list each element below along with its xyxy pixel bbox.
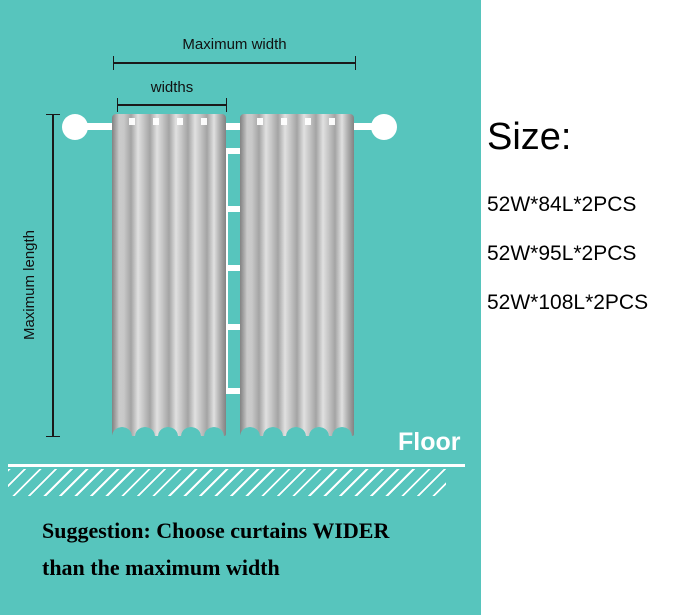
suggestion-text-line2: than the maximum width [42, 555, 280, 580]
size-title: Size: [487, 116, 572, 158]
size-option: 52W*95L*2PCS [487, 242, 637, 265]
curtain-rod [75, 123, 385, 130]
max-width-label: Maximum width [182, 36, 287, 53]
max-length-measure-line [46, 114, 60, 437]
max-length-label: Maximum length [21, 229, 38, 341]
widths-label: widths [150, 79, 194, 96]
floor-line [8, 464, 465, 467]
size-option: 52W*108L*2PCS [487, 291, 649, 314]
floor-hatching [8, 469, 446, 496]
curtain-panel-left [112, 114, 226, 436]
suggestion-text-line1: Suggestion: Choose curtains WIDER [42, 518, 390, 543]
max-width-measure-line [113, 56, 356, 70]
curtain-panel-right [240, 114, 354, 436]
rod-finial-left [62, 114, 88, 140]
rod-finial-right [371, 114, 397, 140]
size-option: 52W*84L*2PCS [487, 193, 637, 216]
widths-measure-line [117, 98, 227, 112]
floor-label: Floor [398, 428, 461, 456]
